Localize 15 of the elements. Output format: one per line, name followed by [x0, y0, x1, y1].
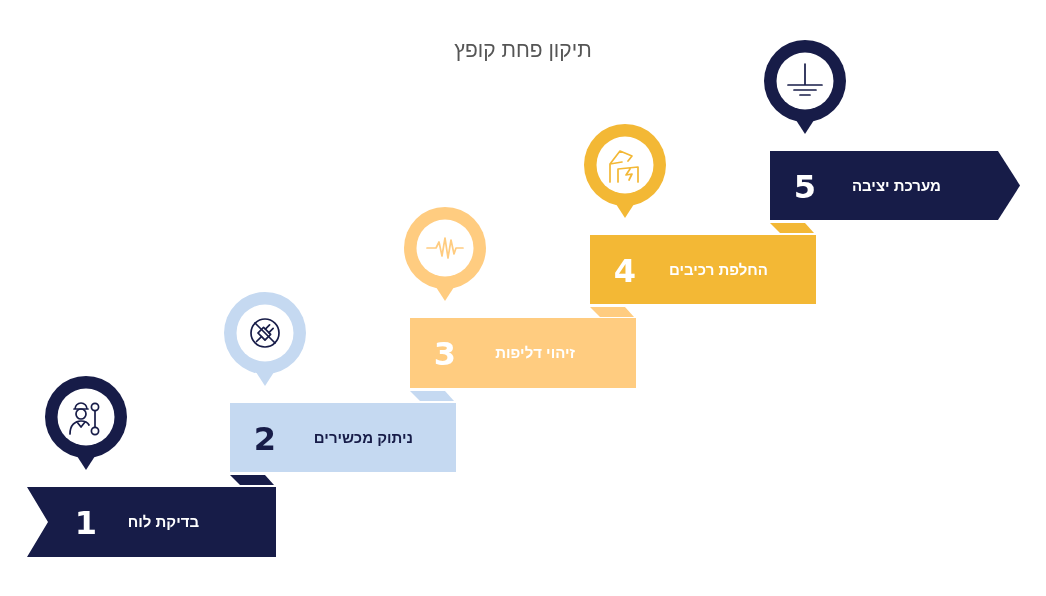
step-number: 4 [613, 254, 637, 287]
step-banner [770, 151, 1020, 220]
step-label: מערכת יציבה [851, 177, 941, 194]
step-banner [27, 487, 276, 557]
title: תיקון פחת קופץ [454, 38, 592, 62]
step-label: החלפת רכיבים [669, 261, 768, 278]
step-banner [590, 235, 816, 304]
step-label: זיהוי דליפות [495, 344, 575, 362]
step-number: 2 [253, 422, 277, 455]
step-number: 3 [433, 338, 457, 370]
step-label: ניתוק מכשירים [313, 429, 413, 446]
step-number: 1 [74, 507, 98, 539]
step-label: בדיקת לוח [127, 513, 199, 531]
step-banner [230, 403, 456, 472]
step-number: 5 [793, 170, 817, 203]
